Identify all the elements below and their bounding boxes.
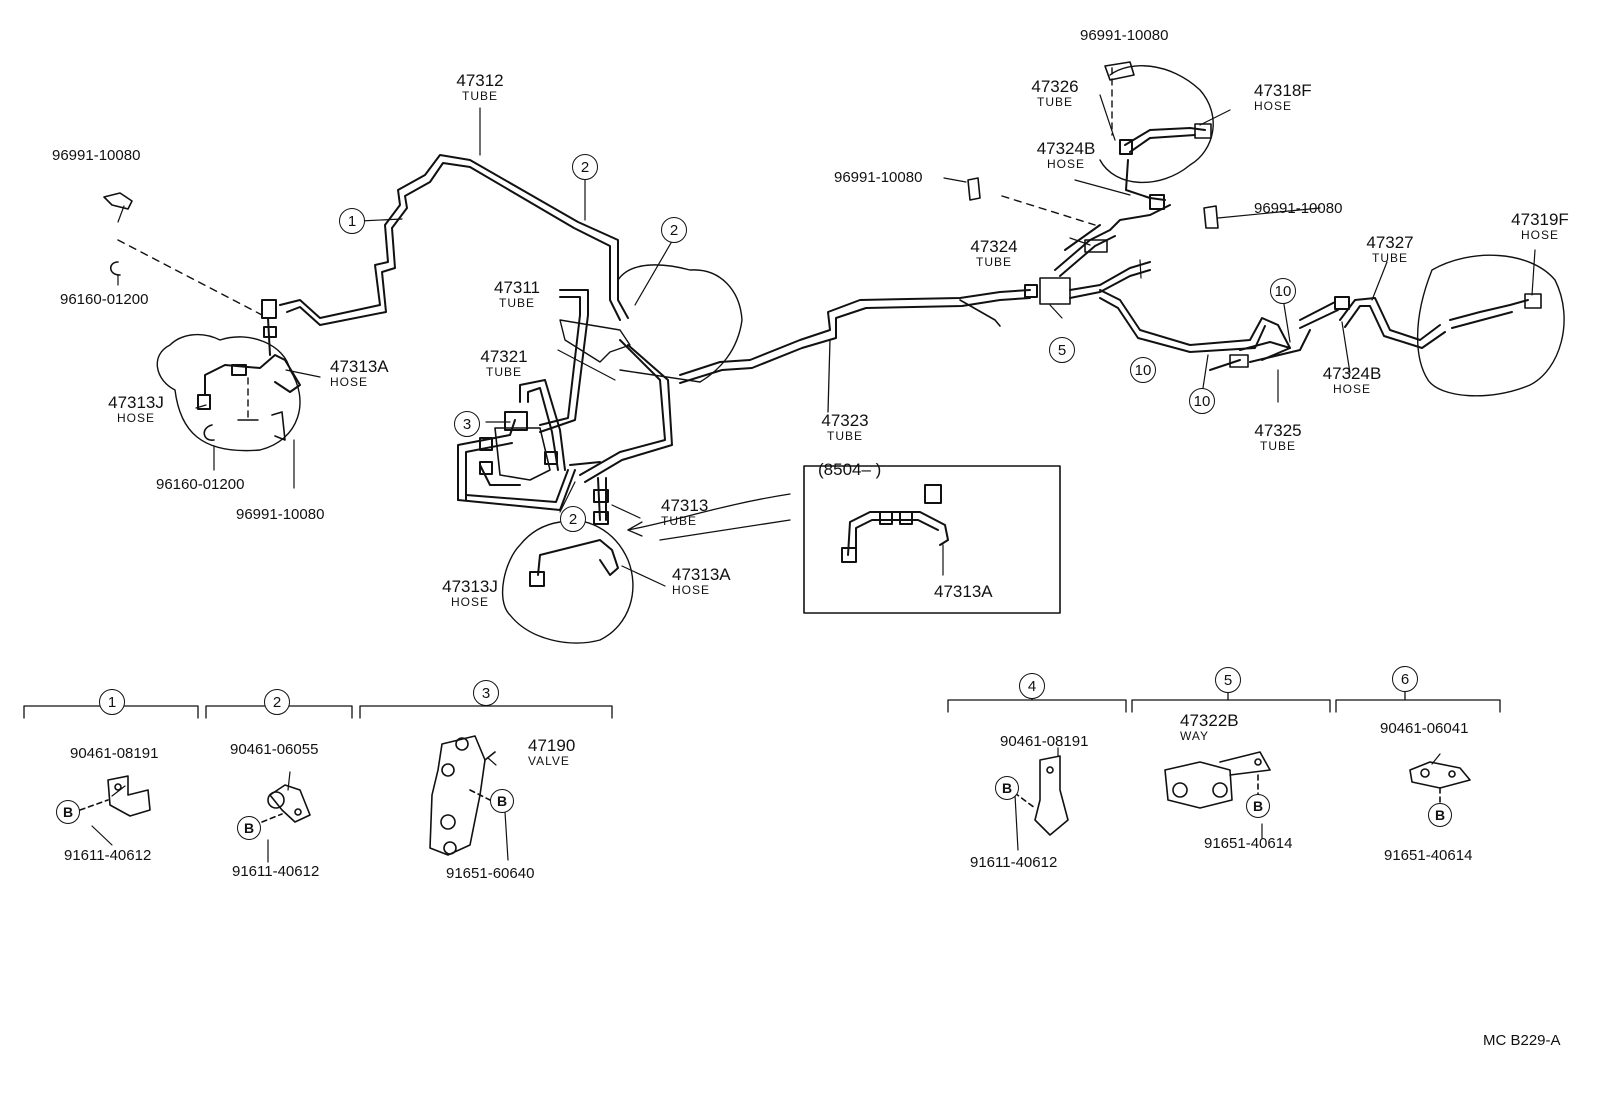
- tube-47321: [519, 339, 673, 483]
- tube-47324: [1054, 204, 1171, 277]
- callout-10: 10: [1130, 357, 1156, 383]
- callout-2: 2: [560, 506, 586, 532]
- part-91651-40614: 91651-40614: [1204, 835, 1293, 852]
- group-5-header: 5: [1215, 667, 1241, 693]
- valve-g3: [429, 735, 496, 856]
- part-96160-01200: 96160-01200: [156, 476, 245, 493]
- front-wheel-hose: [502, 519, 634, 644]
- group-1-header: 1: [99, 689, 125, 715]
- part-96991-10080: 96991-10080: [236, 506, 325, 523]
- bracket-g6: [1409, 761, 1471, 809]
- tube-47325: [1209, 341, 1291, 371]
- group-2-header: 2: [264, 689, 290, 715]
- callout-2: 2: [572, 154, 598, 180]
- callout-5: 5: [1049, 337, 1075, 363]
- tube-47313: [593, 477, 609, 525]
- part-91651-40614: 91651-40614: [1384, 847, 1473, 864]
- part-90461-06041: 90461-06041: [1380, 720, 1469, 737]
- part-90461-06055: 90461-06055: [230, 741, 319, 758]
- group-3-header: 3: [473, 680, 499, 706]
- bolt-marker: B: [1246, 794, 1270, 818]
- part-90461-08191: 90461-08191: [70, 745, 159, 762]
- part-96991-10080: 96991-10080: [52, 147, 141, 164]
- inset-date-label: (8504– ): [818, 460, 882, 479]
- clamp-g1: [79, 775, 151, 817]
- part-91651-60640: 91651-60640: [446, 865, 535, 882]
- right-top-hose: [1099, 65, 1214, 210]
- part-96991-10080: 96991-10080: [1254, 200, 1343, 217]
- part-91611-40612: 91611-40612: [970, 854, 1058, 871]
- bolt-marker: B: [995, 776, 1019, 800]
- part-91611-40612: 91611-40612: [232, 863, 320, 880]
- valve-lines: [457, 411, 601, 511]
- part-96991-10080: 96991-10080: [1080, 27, 1169, 44]
- callout-10: 10: [1270, 278, 1296, 304]
- callout-3: 3: [454, 411, 480, 437]
- callout-10: 10: [1189, 388, 1215, 414]
- part-90461-08191: 90461-08191: [1000, 733, 1089, 750]
- tube-47327: [1299, 296, 1446, 349]
- group-brackets: [23, 679, 1501, 719]
- group-4-header: 4: [1019, 673, 1045, 699]
- callout-1: 1: [339, 208, 365, 234]
- part-96160-01200: 96160-01200: [60, 291, 149, 308]
- tube-47311: [539, 289, 589, 433]
- right-rear-hose: [1416, 254, 1565, 397]
- leader-lines: [91, 94, 1536, 863]
- bolt-marker: B: [490, 789, 514, 813]
- clamp-g4: [999, 755, 1069, 836]
- part-91611-40612: 91611-40612: [64, 847, 152, 864]
- clips-right: [967, 61, 1219, 229]
- tube-47323: [679, 289, 1031, 413]
- callout-2: 2: [661, 217, 687, 243]
- inset-hose: [841, 484, 949, 576]
- bolt-marker: B: [56, 800, 80, 824]
- illustration-code: MC B229-A: [1483, 1032, 1561, 1049]
- inset-box: [803, 465, 1061, 614]
- tube-47312: [279, 154, 629, 326]
- inset-part-label: 47313A: [934, 582, 993, 601]
- bolt-marker: B: [237, 816, 261, 840]
- left-wheel-hose: [156, 299, 301, 452]
- group-6-header: 6: [1392, 666, 1418, 692]
- bolt-marker: B: [1428, 803, 1452, 827]
- left-clips: [103, 192, 286, 441]
- part-96991-10080: 96991-10080: [834, 169, 923, 186]
- clamp-g2: [261, 784, 311, 823]
